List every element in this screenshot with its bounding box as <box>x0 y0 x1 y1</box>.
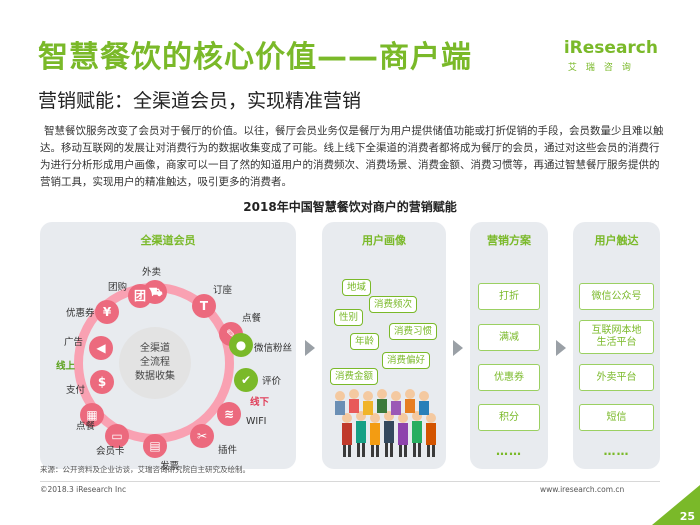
table-icon: T <box>192 294 216 318</box>
thumbs-up-icon: ✔ <box>234 368 258 392</box>
center-line-2: 全流程 <box>140 357 170 368</box>
marketing-more: …… <box>496 444 522 458</box>
node-label-diancan-bottom: 点餐 <box>76 421 96 432</box>
node-label-pingjia: 评价 <box>262 376 282 387</box>
node-label-tuangou: 团购 <box>108 282 128 293</box>
node-label-youhuiquan: 优惠券 <box>66 308 95 319</box>
node-label-dingzuo: 订座 <box>213 285 233 296</box>
marketing-panel-title: 营销方案 <box>487 234 531 247</box>
reach-item: 互联网本地生活平台 <box>579 320 654 354</box>
page-number: 25 <box>679 510 695 523</box>
node-label-chajian: 插件 <box>218 445 238 456</box>
website: www.iresearch.com.cn <box>540 485 625 494</box>
profile-panel-title: 用户画像 <box>362 234 406 247</box>
node-label-huiyuanka: 会员卡 <box>96 446 125 457</box>
node-label-guanggao: 广告 <box>64 337 84 348</box>
node-label-weixin: 微信粉丝 <box>254 343 293 354</box>
center-line-3: 数据收集 <box>135 371 175 382</box>
profile-tag: 年龄 <box>350 333 380 350</box>
chevron-right-icon <box>305 340 315 356</box>
marketing-item: 优惠券 <box>478 364 540 391</box>
reach-item: 微信公众号 <box>579 283 654 310</box>
profile-tag: 消费金额 <box>330 368 379 385</box>
reach-more: …… <box>603 444 630 458</box>
logo-subtext: 艾瑞咨询 <box>567 63 640 73</box>
invoice-icon: ▤ <box>143 434 167 458</box>
chart-title: 2018年中国智慧餐饮对商户的营销赋能 <box>243 200 457 214</box>
profile-tag: 性别 <box>334 309 364 326</box>
reach-item: 外卖平台 <box>579 364 654 391</box>
coupon-icon: ¥ <box>95 300 119 324</box>
wechat-icon: ● <box>229 333 253 357</box>
marketing-item: 积分 <box>478 404 540 431</box>
plugin-icon: ✂ <box>190 424 214 448</box>
member-card-icon: ▭ <box>105 424 129 448</box>
reach-item: 短信 <box>579 404 654 431</box>
chevron-right-icon <box>453 340 463 356</box>
wifi-icon: ≋ <box>217 402 241 426</box>
group-buy-icon: 团 <box>128 284 152 308</box>
reach-panel-title: 用户触达 <box>594 234 639 247</box>
footer-divider <box>40 481 660 482</box>
copyright: ©2018.3 iResearch Inc <box>40 485 127 494</box>
page-subtitle: 营销赋能：全渠道会员，实现精准营销 <box>38 90 362 112</box>
marketing-item: 打折 <box>478 283 540 310</box>
profile-tag: 地域 <box>342 279 372 296</box>
marketing-item: 满减 <box>478 324 540 351</box>
profile-tag: 消费偏好 <box>382 352 431 369</box>
node-label-diancan-top: 点餐 <box>242 313 262 324</box>
members-panel-title: 全渠道会员 <box>140 234 196 247</box>
megaphone-icon: ◀ <box>89 336 113 360</box>
intro-paragraph: 智慧餐饮服务改变了会员对于餐厅的价值。以往，餐厅会员业务仅是餐厅为用户提供储值功… <box>40 125 664 188</box>
node-label-zhifu: 支付 <box>66 385 86 396</box>
node-label-waimai: 外卖 <box>142 267 162 278</box>
ring-center: 全渠道 全流程 数据收集 <box>119 327 191 399</box>
marketing-panel: 营销方案 打折 满减 优惠券 积分 …… <box>470 222 548 469</box>
node-label-xianshang: 线上 <box>56 361 76 372</box>
node-label-wifi: WIFI <box>246 416 267 427</box>
center-line-1: 全渠道 <box>140 343 170 354</box>
profile-tag: 消费频次 <box>369 296 418 313</box>
brand-logo: iResearch 艾瑞咨询 <box>564 38 658 73</box>
profile-tag: 消费习惯 <box>389 323 438 340</box>
page-title: 智慧餐饮的核心价值——商户端 <box>38 40 472 75</box>
order-icon: ▦ <box>80 403 104 427</box>
payment-icon: $ <box>90 370 114 394</box>
node-label-fapiao: 发票 <box>160 461 180 472</box>
reach-panel: 用户触达 微信公众号 互联网本地生活平台 外卖平台 短信 …… <box>573 222 660 469</box>
crowd-illustration <box>335 389 436 457</box>
source-note: 来源：公开资料及企业访谈，艾瑞咨询研究院自主研究及绘制。 <box>40 465 250 474</box>
chevron-right-icon <box>556 340 566 356</box>
node-label-xianxia: 线下 <box>250 397 270 408</box>
logo-text: iResearch <box>563 38 658 58</box>
